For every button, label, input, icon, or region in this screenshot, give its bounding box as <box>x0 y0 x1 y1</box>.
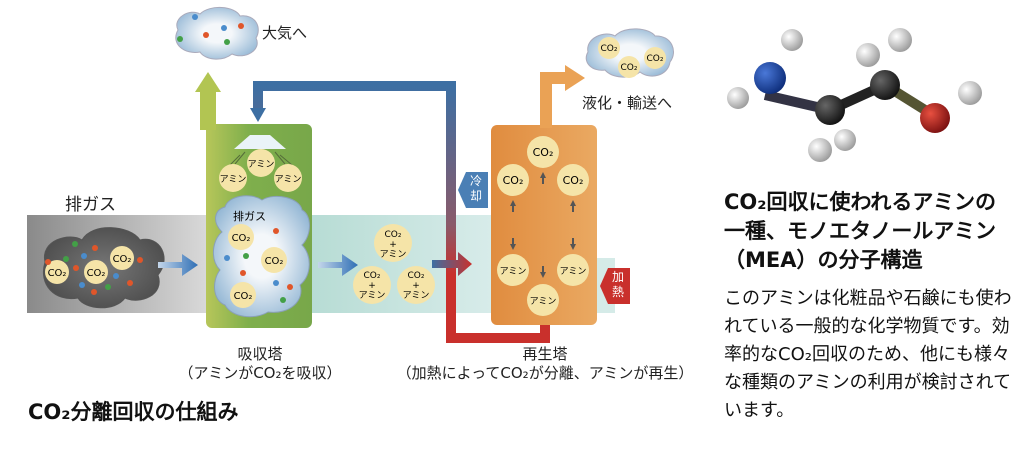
sidebar-heading: CO₂回収に使われるアミンの一種、モノエタノールアミン（MEA）の分子構造 <box>724 190 996 272</box>
svg-text:CO₂: CO₂ <box>385 230 402 240</box>
svg-text:CO₂: CO₂ <box>533 146 554 159</box>
amine-molecules-top: アミン アミン アミン <box>219 149 302 192</box>
absorber-gas-cloud: 排ガス CO₂ CO₂ CO₂ <box>213 195 310 318</box>
atom-h <box>856 43 880 67</box>
atom-h <box>834 129 856 151</box>
regenerator-description: （加熱によってCO₂が分離、アミンが再生） <box>396 364 694 382</box>
exhaust-gas-label: 排ガス <box>65 195 116 215</box>
cooling-label: 冷却 <box>470 174 483 203</box>
mea-molecule-model <box>727 28 982 162</box>
atom-c <box>815 95 845 125</box>
atom-c <box>870 70 900 100</box>
solvent-pipe-loop <box>253 81 550 343</box>
svg-text:アミン: アミン <box>359 291 386 301</box>
diagram-title: CO₂分離回収の仕組み <box>28 400 239 424</box>
atom-o <box>920 103 950 133</box>
svg-text:アミン: アミン <box>220 175 247 185</box>
svg-text:CO₂: CO₂ <box>601 44 618 54</box>
sidebar-body: このアミンは化粧品や石鹸にも使われている一般的な化学物質です。効率的なCO₂回収… <box>724 288 1012 421</box>
lean-solvent-arrow <box>250 108 266 122</box>
atom-n <box>754 62 786 94</box>
svg-text:アミン: アミン <box>530 297 557 307</box>
atom-h <box>888 28 912 52</box>
product-co2-cloud: CO₂ CO₂ CO₂ <box>585 28 674 78</box>
exit-arrow-up <box>195 72 221 92</box>
svg-text:アミン: アミン <box>560 267 587 277</box>
svg-text:アミン: アミン <box>275 175 302 185</box>
spray-nozzle <box>234 135 286 149</box>
regenerator-molecules: CO₂ CO₂ CO₂ アミン アミン アミン <box>497 136 589 316</box>
svg-text:+: + <box>389 240 397 250</box>
regenerator-caption: 再生塔 （加熱によってCO₂が分離、アミンが再生） <box>380 345 710 383</box>
svg-text:CO₂: CO₂ <box>563 174 584 187</box>
cooling-tag <box>458 172 488 208</box>
flow-arrow-2 <box>318 254 358 276</box>
svg-text:アミン: アミン <box>500 267 527 277</box>
absorber-caption: 吸収塔 （アミンがCO₂を吸収） <box>160 345 360 383</box>
svg-text:+: + <box>412 281 420 291</box>
svg-text:CO₂: CO₂ <box>113 254 132 265</box>
svg-text:CO₂: CO₂ <box>647 54 664 64</box>
atom-h <box>808 138 832 162</box>
svg-text:アミン: アミン <box>403 291 430 301</box>
product-arrow <box>565 65 585 91</box>
amine-text: アミン <box>248 160 275 170</box>
exhaust-cloud: CO₂ CO₂ CO₂ <box>43 227 165 309</box>
co2-amine-molecules: CO₂+アミン CO₂+アミン CO₂+アミン <box>353 224 435 304</box>
svg-text:CO₂: CO₂ <box>265 256 284 267</box>
svg-text:CO₂: CO₂ <box>87 268 106 279</box>
svg-text:CO₂: CO₂ <box>232 233 251 244</box>
flow-arrow-3 <box>432 252 472 276</box>
svg-text:+: + <box>368 281 376 291</box>
svg-text:アミン: アミン <box>380 250 407 260</box>
heating-tag <box>600 268 630 304</box>
atom-h <box>958 81 982 105</box>
svg-text:CO₂: CO₂ <box>234 291 253 302</box>
svg-text:CO₂: CO₂ <box>408 271 425 281</box>
absorber-description: （アミンがCO₂を吸収） <box>178 364 342 382</box>
atom-h <box>781 29 803 51</box>
flow-arrow-1 <box>158 254 198 276</box>
regenerator-name: 再生塔 <box>522 345 568 363</box>
to-liquefaction-label: 液化・輸送へ <box>582 94 673 112</box>
to-atmosphere-label: 大気へ <box>262 24 308 42</box>
svg-text:CO₂: CO₂ <box>621 63 638 73</box>
svg-text:CO₂: CO₂ <box>48 268 67 279</box>
atmosphere-cloud <box>175 7 259 60</box>
atom-h <box>727 87 749 109</box>
absorber-inner-label: 排ガス <box>233 209 266 223</box>
svg-text:CO₂: CO₂ <box>364 271 381 281</box>
absorber-name: 吸収塔 <box>237 345 283 363</box>
regeneration-arrows <box>510 172 576 278</box>
heating-label: 加熱 <box>612 270 625 299</box>
svg-text:CO₂: CO₂ <box>503 174 524 187</box>
